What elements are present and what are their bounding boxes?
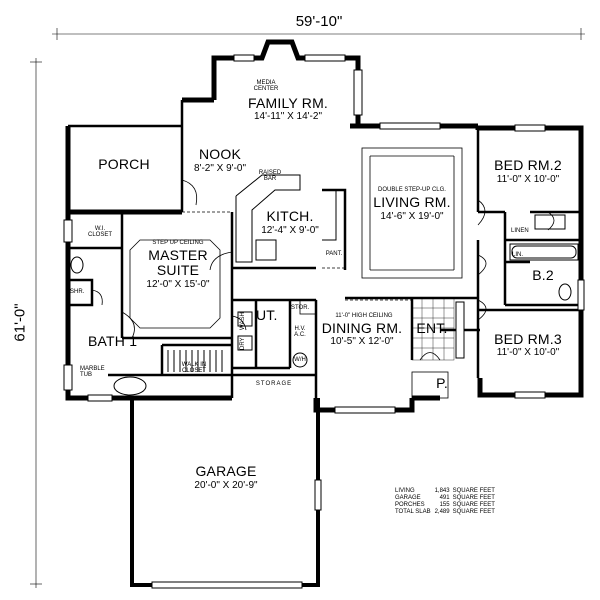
area-value: 491 bbox=[439, 495, 450, 501]
area-value: 2,489 bbox=[434, 509, 450, 515]
family-room-name: FAMILY RM. bbox=[247, 95, 329, 111]
utility-name: UT. bbox=[256, 307, 278, 323]
walk-in-closet-label: W.I. CLOSET bbox=[88, 226, 113, 238]
water-heater-label: W/H bbox=[294, 357, 306, 363]
area-row: TOTAL SLAB 2,489 SQUARE FEET bbox=[395, 509, 499, 516]
kitchen-size: 12'-4" X 9'-0" bbox=[261, 225, 319, 236]
pantry-label: PANT. bbox=[325, 251, 343, 257]
dimension-lines bbox=[30, 28, 585, 588]
garage-name: GARAGE bbox=[195, 463, 257, 479]
area-value: 155 bbox=[439, 502, 450, 508]
living-ceiling-note: DOUBLE STEP-UP CLG. bbox=[378, 187, 446, 193]
area-label: LIVING bbox=[395, 488, 415, 494]
area-value: 1,843 bbox=[434, 488, 450, 494]
area-unit: SQUARE FEET bbox=[452, 488, 495, 494]
bath2-name: B.2 bbox=[532, 267, 554, 283]
family-room-size: 14'-11" X 14'-2" bbox=[254, 111, 322, 122]
storage-label: STORAGE bbox=[255, 381, 293, 387]
nook-size: 8'-2" X 9'-0" bbox=[193, 163, 247, 174]
door-swings bbox=[91, 179, 555, 361]
master-suite-size: 12'-0" X 15'-0" bbox=[146, 279, 210, 290]
area-row: PORCHES 155 SQUARE FEET bbox=[395, 502, 499, 509]
storage-closet-label: STOR. bbox=[291, 305, 310, 311]
garage-details bbox=[299, 299, 449, 399]
area-label: TOTAL SLAB bbox=[395, 509, 431, 515]
overall-depth-dimension: 61'-0" bbox=[11, 303, 29, 342]
windows bbox=[63, 54, 585, 589]
washer-label: WASH bbox=[240, 312, 246, 330]
dining-room-name: DINING RM. bbox=[321, 320, 403, 336]
raised-bar-label: RAISED BAR bbox=[258, 170, 282, 182]
ceiling-outlines bbox=[129, 147, 463, 329]
area-row: GARAGE 491 SQUARE FEET bbox=[395, 495, 499, 502]
area-unit: SQUARE FEET bbox=[452, 502, 495, 508]
walk-in-closet-bath-label: WALK IN CLOSET bbox=[181, 362, 207, 374]
dryer-label: DRY bbox=[240, 337, 246, 350]
area-label: PORCHES bbox=[395, 502, 425, 508]
master-ceiling-note: STEP UP CEILING bbox=[152, 240, 204, 246]
exterior-walls bbox=[65, 39, 584, 413]
entry-name: ENT. bbox=[416, 320, 448, 336]
area-row: LIVING 1,843 SQUARE FEET bbox=[395, 488, 499, 495]
hvac-label: H.V. A.C. bbox=[294, 326, 306, 338]
bedroom3-size: 11'-0" X 10'-0" bbox=[496, 347, 560, 358]
bedroom2-name: BED RM.2 bbox=[494, 157, 562, 173]
media-center-label: MEDIA CENTER bbox=[253, 80, 279, 92]
overall-width-dimension: 59'-10" bbox=[295, 13, 343, 30]
dining-ceiling-note: 11'-0" HIGH CEILING bbox=[335, 313, 393, 319]
entry-tile bbox=[411, 297, 455, 361]
living-room-size: 14'-6" X 19'-0" bbox=[380, 211, 444, 222]
lin-label: LIN. bbox=[512, 252, 524, 258]
area-unit: SQUARE FEET bbox=[452, 495, 495, 501]
area-table: LIVING 1,843 SQUARE FEET GARAGE 491 SQUA… bbox=[395, 488, 499, 516]
dining-room-size: 10'-5" X 12'-0" bbox=[330, 336, 394, 347]
area-label: GARAGE bbox=[395, 495, 421, 501]
nook-name: NOOK bbox=[198, 146, 242, 162]
bedroom3-name: BED RM.3 bbox=[494, 331, 562, 347]
linen-label: LINEN bbox=[511, 228, 529, 234]
fixtures bbox=[70, 214, 579, 396]
area-unit: SQUARE FEET bbox=[452, 509, 495, 515]
garage-size: 20'-0" X 20'-9" bbox=[194, 480, 258, 491]
garage-walls bbox=[130, 398, 320, 587]
front-porch-name: P. bbox=[436, 375, 448, 391]
marble-tub-label: MARBLE TUB bbox=[80, 366, 105, 378]
shower-label: SHR. bbox=[70, 289, 85, 295]
living-room-name: LIVING RM. bbox=[373, 194, 451, 210]
master-suite-name-line2: SUITE bbox=[156, 262, 200, 278]
bedroom2-size: 11'-0" X 10'-0" bbox=[496, 174, 560, 185]
kitchen-name: KITCH. bbox=[266, 208, 314, 224]
porch-name: PORCH bbox=[98, 156, 150, 172]
bath1-name: BATH 1 bbox=[88, 333, 138, 349]
kitchen-counters bbox=[235, 174, 337, 263]
master-suite-name-line1: MASTER bbox=[148, 247, 208, 263]
